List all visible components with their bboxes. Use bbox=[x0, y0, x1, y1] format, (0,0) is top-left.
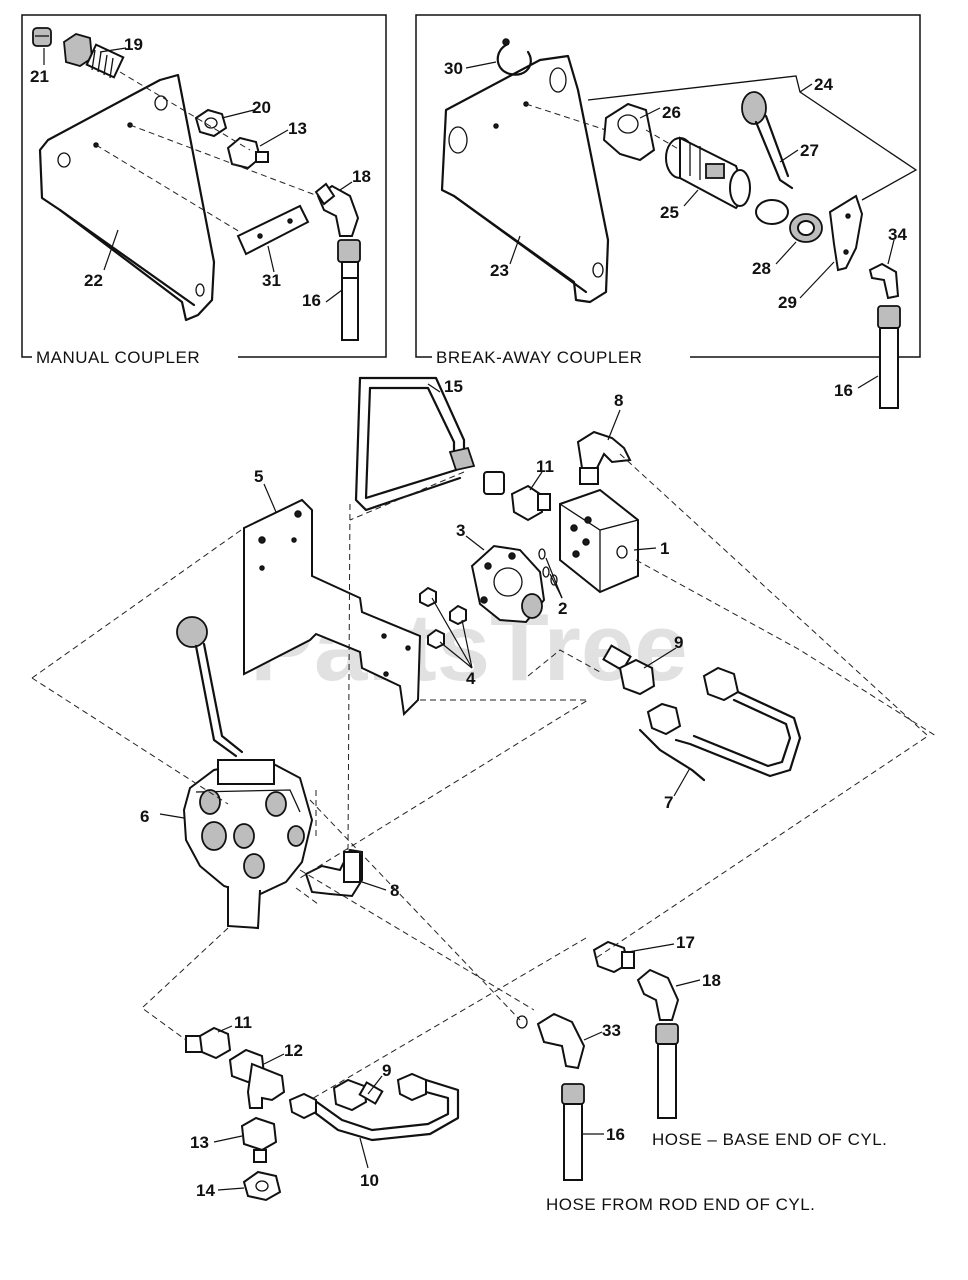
alignment-lines bbox=[31, 453, 937, 1101]
callout-16-rod: 16 bbox=[606, 1125, 625, 1144]
callout-33: 33 bbox=[602, 1021, 621, 1040]
callout-27: 27 bbox=[800, 141, 819, 160]
callout-30: 30 bbox=[444, 59, 463, 78]
callout-12: 12 bbox=[284, 1041, 303, 1060]
part-16-hose-rod bbox=[561, 1083, 585, 1181]
callout-3: 3 bbox=[456, 521, 465, 540]
part-25-coupler-body bbox=[665, 136, 751, 210]
part-6-control-valve bbox=[176, 616, 314, 930]
callout-13-lower: 13 bbox=[190, 1133, 209, 1152]
callout-31: 31 bbox=[262, 271, 281, 290]
part-5-mounting-plate bbox=[243, 498, 422, 717]
part-9-fitting-lower bbox=[332, 1078, 384, 1112]
callout-11-top: 11 bbox=[536, 457, 554, 476]
callout-34: 34 bbox=[888, 225, 907, 244]
part-18-elbow-lower bbox=[636, 968, 680, 1021]
callout-23: 23 bbox=[490, 261, 509, 280]
part-23-bracket bbox=[440, 54, 610, 304]
callout-17: 17 bbox=[676, 933, 695, 952]
part-15-tube bbox=[354, 376, 505, 512]
callout-15: 15 bbox=[444, 377, 463, 396]
part-17-adapter bbox=[592, 940, 635, 974]
part-19-coupler bbox=[63, 33, 125, 79]
part-11-adapter-lower bbox=[185, 1026, 232, 1060]
callout-20: 20 bbox=[252, 98, 271, 117]
part-7-tube bbox=[638, 666, 802, 782]
part-26-mount bbox=[602, 102, 656, 162]
part-4-nuts bbox=[419, 586, 467, 650]
part-29-clip bbox=[828, 194, 864, 272]
callout-19: 19 bbox=[124, 35, 143, 54]
part-31-plate bbox=[236, 204, 310, 256]
callout-24: 24 bbox=[814, 75, 833, 94]
breakaway-coupler-caption: BREAK-AWAY COUPLER bbox=[436, 348, 642, 367]
callout-13: 13 bbox=[288, 119, 307, 138]
part-22-bracket bbox=[38, 73, 216, 322]
callout-8-top: 8 bbox=[614, 391, 623, 410]
callout-18: 18 bbox=[352, 167, 371, 186]
part-20-nut bbox=[194, 108, 228, 138]
callout-4: 4 bbox=[466, 669, 476, 688]
part-34-elbow bbox=[868, 262, 900, 300]
manual-coupler-panel: MANUAL COUPLER bbox=[21, 14, 387, 367]
callout-21: 21 bbox=[30, 67, 49, 86]
part-2-o-rings bbox=[538, 548, 558, 586]
callout-22: 22 bbox=[84, 271, 103, 290]
callout-9-lower: 9 bbox=[382, 1061, 391, 1080]
part-18-elbow bbox=[314, 182, 360, 237]
breakaway-coupler-panel: BREAK-AWAY COUPLER bbox=[415, 14, 921, 409]
part-8-elbow-lower bbox=[304, 848, 363, 898]
part-12-tee bbox=[228, 1048, 286, 1109]
callout-11-lower: 11 bbox=[234, 1013, 252, 1032]
part-14-nut bbox=[242, 1170, 282, 1202]
hose-base-caption: HOSE – BASE END OF CYL. bbox=[652, 1130, 887, 1149]
callout-5: 5 bbox=[254, 467, 263, 486]
callout-26: 26 bbox=[662, 103, 681, 122]
part-33-elbow bbox=[516, 1012, 586, 1070]
hose-rod-caption: HOSE FROM ROD END OF CYL. bbox=[546, 1195, 815, 1214]
part-10-tube bbox=[288, 1072, 460, 1142]
callout-16: 16 bbox=[302, 291, 321, 310]
part-16-hose-manual bbox=[337, 239, 361, 341]
callout-leaders bbox=[159, 383, 701, 1191]
manual-coupler-frame bbox=[21, 14, 387, 358]
part-9-fitting-upper bbox=[602, 644, 656, 696]
part-16-hose-base bbox=[655, 1023, 679, 1119]
part-13-fitting bbox=[226, 136, 269, 170]
callout-18-lower: 18 bbox=[702, 971, 721, 990]
part-16-hose-breakaway bbox=[877, 305, 901, 409]
part-21-plug bbox=[32, 27, 52, 47]
callout-8-lower: 8 bbox=[390, 881, 399, 900]
callout-9-upper: 9 bbox=[674, 633, 683, 652]
part-1-valve-block bbox=[559, 488, 639, 594]
breakaway-coupler-frame bbox=[415, 14, 921, 358]
part-13-fitting-lower bbox=[240, 1116, 278, 1163]
part-28-seal-ring bbox=[789, 213, 823, 243]
part-30-snap-ring bbox=[496, 38, 532, 76]
part-11-adapter-top bbox=[510, 484, 551, 522]
callout-7: 7 bbox=[664, 793, 673, 812]
callout-16b: 16 bbox=[834, 381, 853, 400]
callout-29: 29 bbox=[778, 293, 797, 312]
callout-25: 25 bbox=[660, 203, 679, 222]
callout-1: 1 bbox=[660, 539, 669, 558]
callout-28: 28 bbox=[752, 259, 771, 278]
callout-labels: 15 8 11 5 3 1 2 4 9 7 6 8 17 18 11 12 33… bbox=[140, 377, 721, 1200]
part-27-release-lever bbox=[741, 91, 794, 225]
callout-10: 10 bbox=[360, 1171, 379, 1190]
callout-14: 14 bbox=[196, 1181, 215, 1200]
lever-knob bbox=[176, 616, 208, 648]
manual-coupler-caption: MANUAL COUPLER bbox=[36, 348, 200, 367]
callout-6: 6 bbox=[140, 807, 149, 826]
callout-2: 2 bbox=[558, 599, 567, 618]
part-8-elbow-top bbox=[576, 430, 632, 485]
part-3-housing bbox=[470, 544, 546, 624]
